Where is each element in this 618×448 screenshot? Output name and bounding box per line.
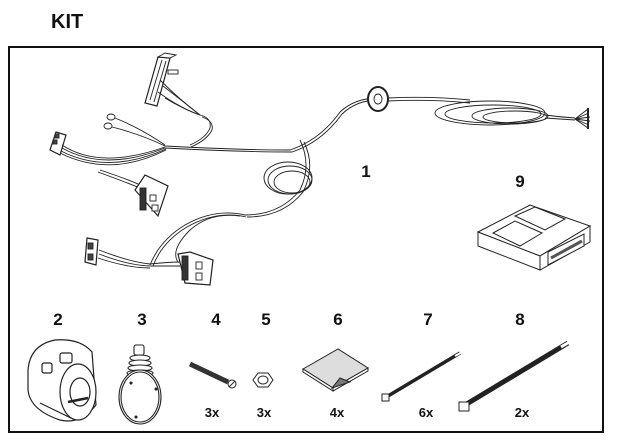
harness-connector-middle <box>97 169 169 218</box>
trailer-socket <box>27 339 97 422</box>
kit-frame <box>8 46 604 433</box>
quantity-cable-tie-small: 6x <box>418 405 434 420</box>
wiring-harness <box>49 52 591 286</box>
screw <box>188 361 237 389</box>
quantity-cable-tie-large: 2x <box>514 405 530 420</box>
harness-connector-top <box>144 52 179 107</box>
kit-title: KIT <box>51 11 84 33</box>
harness-grommet <box>367 86 389 112</box>
control-module <box>476 204 592 271</box>
ring-terminals <box>103 113 166 147</box>
adhesive-pad <box>302 348 369 392</box>
cable-tie-large <box>458 338 574 412</box>
harness-connector-left <box>49 131 167 166</box>
quantity-screw: 3x <box>204 405 220 420</box>
quantity-nut: 3x <box>256 405 272 420</box>
nut <box>252 372 274 388</box>
part-label-1: 1 <box>361 162 371 181</box>
harness-coil-middle <box>244 139 313 218</box>
part-label-5: 5 <box>261 310 271 329</box>
part-label-9: 9 <box>515 172 525 191</box>
part-label-4: 4 <box>211 310 221 329</box>
part-label-3: 3 <box>137 310 147 329</box>
harness-connector-bottom-right <box>177 251 214 286</box>
harness-coil-right <box>434 100 549 126</box>
harness-connector-bottom-left <box>84 237 181 269</box>
part-label-8: 8 <box>515 310 525 329</box>
part-label-7: 7 <box>423 310 433 329</box>
socket-gasket <box>118 344 162 425</box>
harness-wire-ends <box>574 108 591 129</box>
quantity-adhesive-pad: 4x <box>329 405 345 420</box>
part-label-2: 2 <box>53 310 63 329</box>
part-label-6: 6 <box>333 310 343 329</box>
cable-tie-small <box>381 350 465 402</box>
